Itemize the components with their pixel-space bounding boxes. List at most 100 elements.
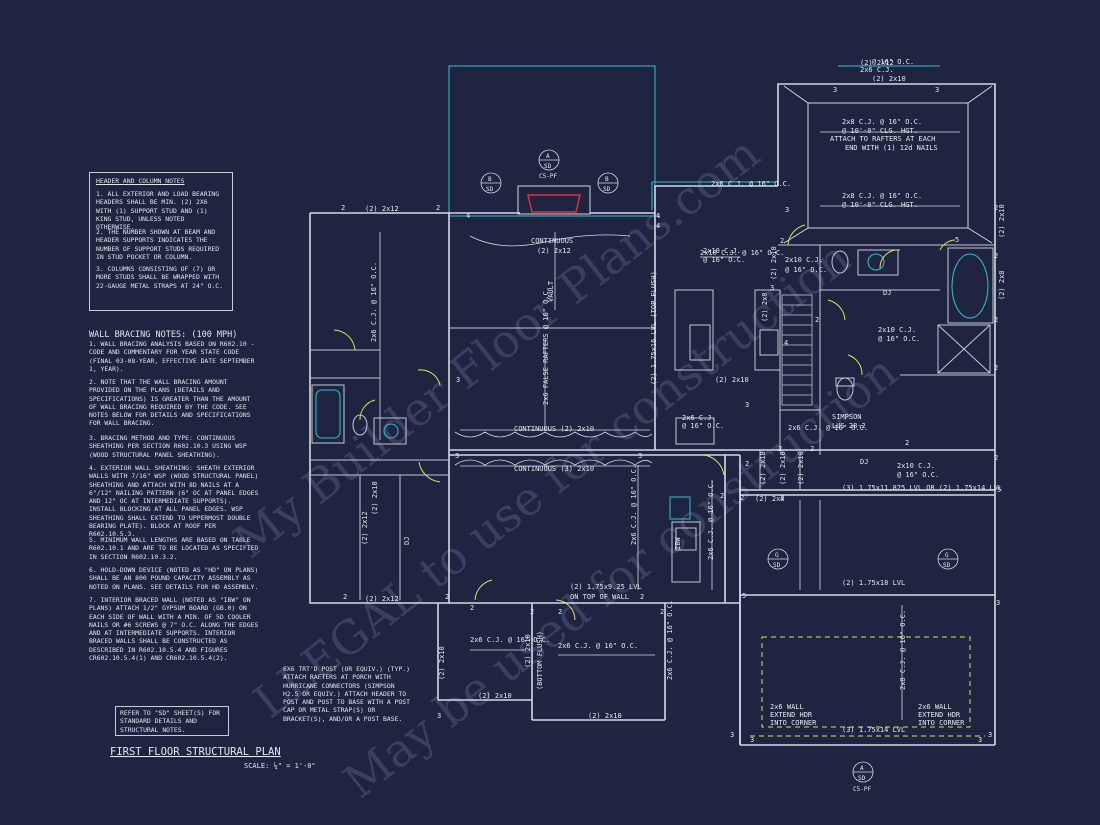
support-number: 2 — [994, 252, 998, 260]
support-number: 2 — [558, 608, 562, 616]
support-number: 2 — [343, 593, 347, 601]
beam-label: LUS 28-2 — [832, 422, 866, 430]
beam-label: (2) 2x10 — [759, 451, 767, 485]
bath-fixtures — [311, 247, 994, 445]
beam-label: 2x10 C.J. — [703, 247, 741, 255]
beam-label: 2x10 C.J. — [785, 256, 823, 264]
bubble-top: G — [775, 552, 779, 559]
bubble-bottom: SD — [943, 562, 951, 569]
support-number: 5 — [997, 486, 1001, 494]
beam-label: @ 16" O.C. — [872, 58, 914, 66]
support-number: 4 — [656, 212, 660, 220]
support-number: 2 — [720, 492, 724, 500]
support-number: 3 — [437, 712, 441, 720]
support-number: 3 — [770, 284, 774, 292]
beam-label: (2) 2x10 — [588, 712, 622, 720]
bubble-top: A — [860, 765, 864, 772]
support-number: 2 — [778, 445, 782, 453]
kitchen-fixtures — [669, 289, 781, 583]
beam-label: 2x6 C.J. @ 16" O.C. — [630, 465, 638, 545]
support-number: 3 — [785, 206, 789, 214]
beam-label: 2x10 C.J. — [897, 462, 935, 470]
support-number: 3 — [996, 599, 1000, 607]
exterior-walls — [309, 83, 996, 746]
support-number: 2 — [660, 608, 664, 616]
beam-label: (2) 2x10 — [438, 646, 446, 680]
span-arrows — [379, 131, 960, 720]
bubble-bottom: SD — [858, 775, 866, 782]
beam-label: (2) 2x12 — [361, 511, 369, 545]
beam-label: (2) 1.75x9.25 LVL — [570, 583, 642, 591]
beam-label: (2) 2x10 — [524, 634, 532, 668]
bubble-bottom: SD — [544, 163, 552, 170]
beam-label: 2x6 C.J. @ 16" O.C. — [666, 600, 674, 680]
beam-label: 2x6 C.J. @ 16" O.C. — [470, 636, 550, 644]
beam-label: EXTEND HDR — [770, 711, 813, 719]
beam-label: ATTACH TO RAFTERS AT EACH — [830, 135, 935, 143]
beam-label: (2) 1.75x18 LVL — [842, 579, 905, 587]
support-number: 4 — [656, 222, 660, 230]
support-number: 2 — [445, 593, 449, 601]
sd-note-box: REFER TO "SD" SHEET(S) FOR STANDARD DETA… — [115, 706, 229, 736]
beam-label: 2x6 C.J. @ 16" O.C. — [711, 180, 791, 188]
beam-label: @ 16" O.C. — [878, 335, 920, 343]
wall-bracing-2: 2. NOTE THAT THE WALL BRACING AMOUNT PRO… — [89, 378, 251, 428]
support-number: 2 — [994, 204, 998, 212]
beam-label: (2) 2x12 — [365, 595, 399, 603]
beam-label: @ 16" O.C. — [897, 471, 939, 479]
support-number: 2 — [994, 364, 998, 372]
beam-label: 2x8 C.J. @ 16" O.C. — [899, 610, 907, 690]
beam-label: SIMPSON — [832, 413, 862, 421]
bubble-top: B — [605, 176, 609, 183]
bubble-label: C5-PF — [539, 173, 557, 180]
support-number: 3 — [456, 376, 460, 384]
beam-label: END WITH (1) 12d NAILS — [845, 144, 938, 152]
beam-label: 2x6 WALL — [770, 703, 804, 711]
bubble-bottom: SD — [773, 562, 781, 569]
support-number: 2 — [341, 204, 345, 212]
fireplace — [517, 185, 591, 215]
beam-label: 2x6 C.J. @ 16" O.C. — [788, 424, 868, 432]
beam-label: DJ — [860, 458, 868, 466]
beam-label: (BOTTOM FLUSH) — [536, 631, 544, 690]
sd-note: REFER TO "SD" SHEET(S) FOR STANDARD DETA… — [120, 709, 221, 734]
bubble-bottom: SD — [603, 186, 611, 193]
beam-label: CONTINUOUS — [531, 237, 573, 245]
beam-label: (2) 2x10 — [478, 692, 512, 700]
beam-label: @ 10'-0" CLG. HGT. — [842, 201, 918, 209]
support-number: 2 — [810, 445, 814, 453]
wall-bracing-7: 7. INTERIOR BRACED WALL (NOTED AS "IBW" … — [89, 596, 259, 663]
support-numbers: 2 2 4 4 4 3 3 3 2 2 2 3 5 5 5 3 3 3 3 3 … — [341, 86, 1001, 744]
header-note-3: 3. COLUMNS CONSISTING OF (7) OR MORE STU… — [96, 265, 223, 290]
beam-label: (2) 2x10 — [715, 376, 749, 384]
support-number: 3 — [455, 452, 459, 460]
support-number: 4 — [466, 212, 470, 220]
bubble-bottom: SD — [486, 186, 494, 193]
support-number: 2 — [780, 494, 784, 502]
wall-bracing-5: 5. MINIMUM WALL LENGTHS ARE BASED ON TAB… — [89, 536, 259, 561]
porch-post-note: 6x6 TRT'D POST (OR EQUIV.) (TYP.) ATTACH… — [283, 665, 410, 723]
wall-bracing-6: 6. HOLD-DOWN DEVICE (NOTED AS "HD" ON PL… — [89, 566, 259, 591]
bubble-text: A SD C5-PF B SD B SD G SD G SD A SD C5-P… — [486, 153, 951, 793]
cyan-outlines — [448, 65, 940, 217]
beam-label: (2) 1.75x16 LVL (TOP FLUSH) — [650, 271, 658, 385]
support-number: 2 — [530, 608, 534, 616]
bubble-label: C5-PF — [853, 786, 871, 793]
beam-label: @ 16" O.C. — [703, 256, 745, 264]
beam-label: (2) 2x12 — [365, 205, 399, 213]
beam-label: @ 16" O.C. — [785, 266, 827, 274]
bubble-top: A — [546, 153, 550, 160]
beam-label: @ 16" O.C. — [682, 422, 724, 430]
beam-label: CONTINUOUS (3) 2x10 — [514, 465, 594, 473]
support-number: 2 — [780, 237, 784, 245]
hip-roof — [783, 85, 993, 244]
beam-label: INTO CORNER — [770, 719, 817, 727]
drawing-title: FIRST FLOOR STRUCTURAL PLAN — [110, 746, 281, 758]
beam-label: (3) 1.75x11.875 LVL OR (2) 1.75x14 LVL — [842, 484, 1002, 492]
support-number: 2 — [436, 204, 440, 212]
door-swings — [333, 224, 956, 621]
support-number: 2 — [905, 439, 909, 447]
beam-label: @ 10'-0" CLG. HGT. — [842, 127, 918, 135]
wall-bracing-3: 3. BRACING METHOD AND TYPE: CONTINUOUS S… — [89, 434, 247, 459]
